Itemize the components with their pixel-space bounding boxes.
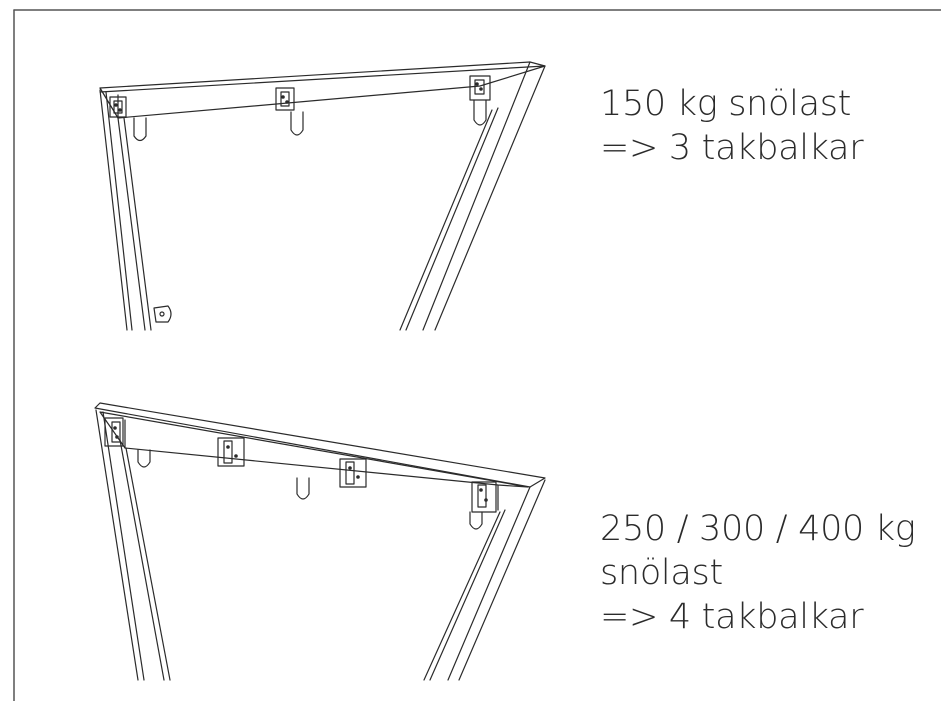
roof-beam-bracket [104, 417, 151, 468]
roof-beam-bracket [109, 96, 147, 142]
roof-beam-bracket [275, 87, 304, 136]
snow-load-caption-250-400kg: 250 / 300 / 400 kg snölast => 4 takbalka… [600, 507, 916, 639]
frame-diagram-4-beams [94, 402, 546, 681]
center-hanger [296, 477, 310, 500]
page-border [13, 9, 941, 701]
roof-beam-bracket [217, 437, 245, 467]
roof-beam-bracket [469, 481, 497, 530]
frame-diagram-3-beams [99, 61, 546, 331]
caption-line: => 3 takbalkar [600, 128, 864, 168]
caption-line: snölast [600, 553, 723, 593]
roof-beam-bracket [339, 458, 367, 488]
post-clip [153, 305, 172, 323]
caption-line: => 4 takbalkar [600, 597, 864, 637]
caption-line: 150 kg snölast [600, 84, 852, 124]
roof-beam-bracket [469, 75, 491, 126]
caption-line: 250 / 300 / 400 kg [600, 509, 916, 549]
snow-load-caption-150kg: 150 kg snölast => 3 takbalkar [600, 82, 864, 170]
